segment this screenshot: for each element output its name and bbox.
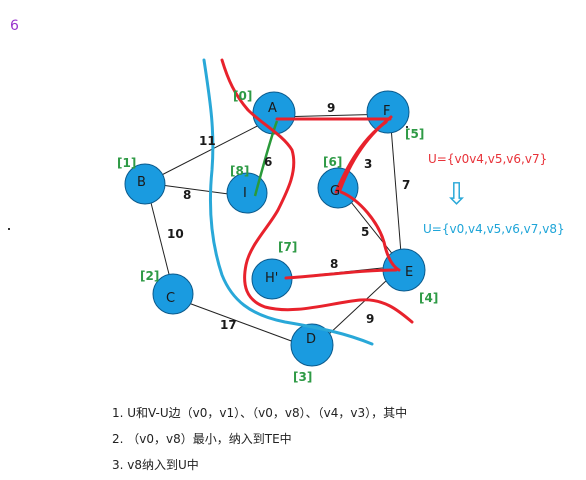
node-b [124,163,166,205]
node-label-f: F [383,104,390,119]
index-label-a: [0] [233,89,252,103]
tree-edges [275,115,401,280]
node-f [366,90,410,134]
graph-nodes [124,90,426,367]
node-c [152,273,194,315]
cut-curve-red [220,58,414,324]
stray-mark-right [406,126,408,128]
node-d [290,323,334,367]
edge-a-b [145,116,276,184]
edge-f-e [389,113,403,267]
note-3: 3. v8纳入到U中 [112,458,199,472]
note-2: 2. （v0，v8）最小，纳入到TE中 [112,432,292,446]
node-label-b: B [137,175,146,190]
node-label-d: D [306,332,316,347]
weight-a-i: 6 [264,155,272,169]
weight-h-e: 8 [330,257,338,271]
new-edge-a-i [253,120,279,197]
node-label-i: I [243,186,247,201]
node-labels: A B C D E F G H' I [137,101,413,347]
tree-edge-f-g-double [334,120,388,194]
weight-d-e: 9 [366,312,374,326]
set-u-before: U={v0v4,v5,v6,v7} [428,152,548,166]
down-arrow-icon: ⇩ [444,177,469,212]
edge-weights: 11 9 6 8 10 17 3 7 5 8 9 [167,101,410,332]
notes-list: 1. U和V-U边（v0，v1）、（v0，v8）、（v4，v3），其中 2. （… [112,400,407,478]
weight-b-c: 10 [167,227,184,241]
note-1: 1. U和V-U边（v0，v1）、（v0，v8）、（v4，v3），其中 [112,406,408,420]
index-label-f: [5] [405,127,424,141]
page-number: 6 [10,18,19,34]
node-label-g: G [330,184,340,199]
tree-edge-g-e [339,190,401,272]
node-label-e: E [405,265,413,280]
weight-g-e: 5 [361,225,369,239]
node-i [226,172,268,214]
index-label-e: [4] [419,291,438,305]
node-label-a: A [268,101,277,116]
node-label-c: C [166,291,175,306]
edge-c-d [174,297,314,350]
node-label-h: H' [265,271,278,286]
set-u-after: U={v0,v4,v5,v6,v7,v8} [423,222,565,236]
cut-curve-blue [202,58,374,346]
weight-f-e: 7 [402,178,410,192]
index-labels: [0] [1] [2] [3] [4] [5] [6] [7] [8] [117,89,438,384]
weight-c-d: 17 [220,318,237,332]
index-label-g: [6] [323,155,342,169]
weight-a-b: 11 [199,134,216,148]
stray-mark-left [8,228,10,230]
index-label-i: [8] [230,164,249,178]
index-label-b: [1] [117,156,136,170]
index-label-c: [2] [140,269,159,283]
tree-edge-h-e [284,268,398,280]
index-label-d: [3] [293,370,312,384]
index-label-h: [7] [278,240,297,254]
weight-f-g: 3 [364,157,372,171]
weight-a-f: 9 [327,101,335,115]
weight-b-i: 8 [183,188,191,202]
